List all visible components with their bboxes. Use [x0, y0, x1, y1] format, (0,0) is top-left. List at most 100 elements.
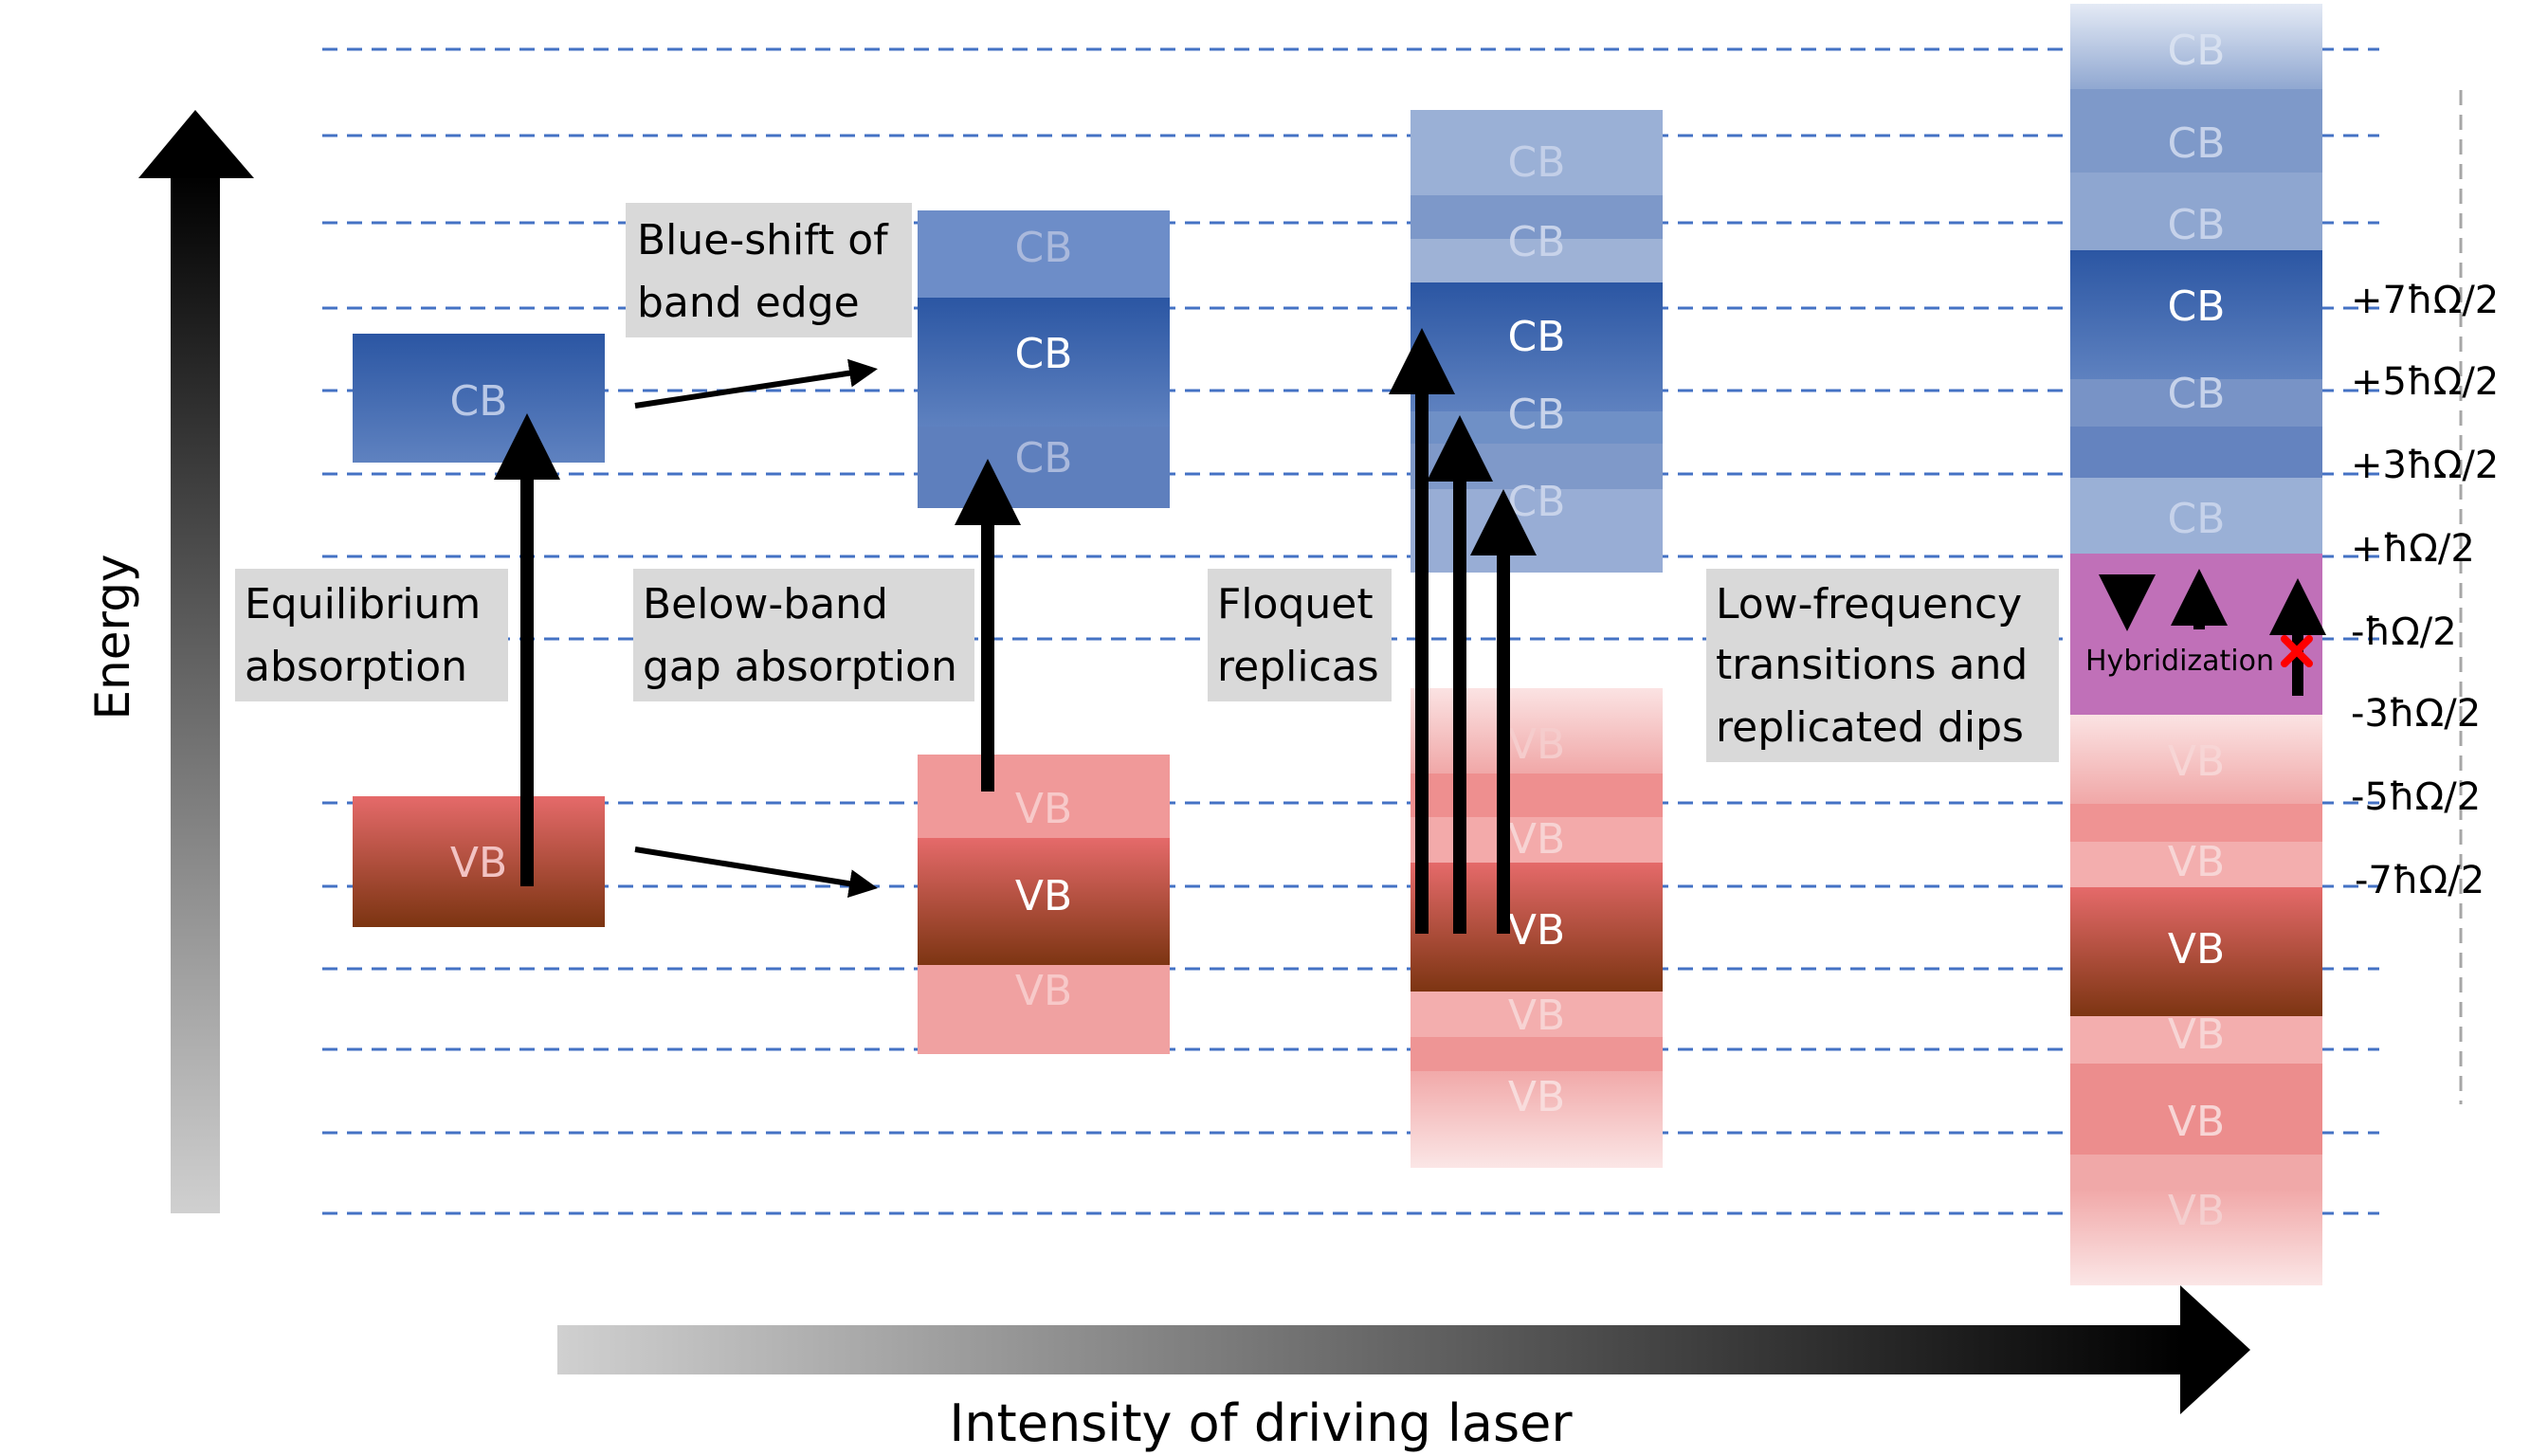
vb-replica — [1410, 817, 1663, 864]
stage-floquet: CB CB CB CB CB VB VB VB VB VB Floquet re… — [1208, 110, 1663, 1168]
cb-replica — [2070, 478, 2322, 555]
cb-label: CB — [1015, 224, 1073, 272]
vb-label: VB — [1508, 1073, 1565, 1121]
vb-replica — [918, 965, 1170, 1054]
energy-axis-arrow — [138, 110, 254, 1213]
cb-replica — [1410, 239, 1663, 284]
level-label: +7ħΩ/2 — [2351, 279, 2499, 322]
blue-shift-arrow — [634, 358, 878, 409]
cb-label: CB — [2168, 370, 2226, 418]
vb-replica — [1410, 992, 1663, 1039]
caption-box — [1706, 569, 2059, 762]
vb-replica — [2070, 1016, 2322, 1065]
vb-label: VB — [2168, 1010, 2225, 1059]
cb-label: CB — [1015, 434, 1073, 482]
vb-replica — [2070, 804, 2322, 844]
caption-line: Below-band — [643, 580, 888, 628]
level-label: -3ħΩ/2 — [2351, 692, 2481, 736]
stage-low-frequency: CB CB CB CB CB CB Hybridization VB VB VB… — [1706, 4, 2326, 1285]
cb-label: CB — [1508, 138, 1566, 187]
level-label: +5ħΩ/2 — [2351, 360, 2499, 404]
vb-label: VB — [1015, 785, 1072, 833]
vb-label: VB — [2168, 737, 2225, 786]
vb-band — [353, 796, 605, 927]
vb-replica — [2070, 1155, 2322, 1192]
caption-line: replicated dips — [1716, 703, 2024, 752]
cb-replica — [2070, 173, 2322, 252]
cb-band — [918, 298, 1170, 428]
hybridization-region — [2070, 554, 2322, 717]
cb-band — [353, 334, 605, 463]
caption-line: transitions and — [1716, 641, 2028, 689]
red-shift-arrow — [634, 846, 878, 899]
level-label: +3ħΩ/2 — [2351, 444, 2499, 487]
cb-label: CB — [2168, 495, 2226, 543]
vb-label: VB — [2168, 1098, 2225, 1146]
vb-label: VB — [1508, 906, 1565, 955]
intensity-axis-arrow — [557, 1285, 2250, 1414]
level-label: -7ħΩ/2 — [2355, 859, 2484, 902]
vb-band — [1410, 863, 1663, 993]
vb-label: VB — [2168, 838, 2225, 886]
caption-line: absorption — [245, 643, 467, 691]
vb-label: VB — [2168, 1187, 2225, 1235]
cb-replica — [918, 210, 1170, 300]
vb-label: VB — [450, 839, 507, 887]
level-label: -5ħΩ/2 — [2351, 775, 2481, 819]
intensity-axis-label: Intensity of driving laser — [949, 1393, 1573, 1453]
vb-label: VB — [2168, 925, 2225, 974]
vb-replica — [1410, 1071, 1663, 1168]
level-label: -ħΩ/2 — [2351, 610, 2457, 654]
stage-below-gap: CB CB CB VB VB VB Blue-shift of band edg… — [626, 203, 1170, 1054]
cb-replica — [2070, 89, 2322, 174]
cb-label: CB — [2168, 119, 2226, 168]
stage-equilibrium: CB VB Equilibrium absorption — [235, 334, 605, 927]
cb-replica — [2070, 4, 2322, 91]
cb-label: CB — [1508, 478, 1566, 526]
cb-label: CB — [1508, 218, 1566, 266]
caption-line: Low-frequency — [1716, 580, 2022, 628]
vb-replica — [1410, 1037, 1663, 1073]
vb-label: VB — [1508, 815, 1565, 864]
vb-band — [2070, 887, 2322, 1018]
hybridization-label: Hybridization — [2085, 645, 2274, 678]
energy-axis-label: Energy — [85, 554, 140, 719]
note-box — [626, 203, 912, 337]
cb-label: CB — [2168, 27, 2226, 75]
cb-replica — [2070, 427, 2322, 480]
energy-level-labels: +7ħΩ/2 +5ħΩ/2 +3ħΩ/2 +ħΩ/2 -ħΩ/2 -3ħΩ/2 … — [2351, 279, 2499, 902]
cb-label: CB — [1015, 330, 1073, 378]
vb-replica — [1410, 688, 1663, 775]
caption-box — [1208, 569, 1392, 701]
forbidden-cross-icon — [2281, 635, 2313, 667]
vb-replica — [2070, 842, 2322, 889]
cb-label: CB — [1508, 313, 1566, 361]
note-line: band edge — [637, 279, 860, 327]
caption-line: Floquet — [1217, 580, 1374, 628]
caption-line: gap absorption — [643, 643, 957, 691]
level-label: +ħΩ/2 — [2351, 527, 2475, 571]
cb-replica — [1410, 195, 1663, 241]
vb-replica — [2070, 715, 2322, 806]
cb-band — [2070, 250, 2322, 381]
cb-label: CB — [1508, 391, 1566, 439]
vb-replica — [1410, 774, 1663, 819]
vb-replica — [2070, 1191, 2322, 1285]
caption-line: Equilibrium — [245, 580, 481, 628]
cb-label: CB — [2168, 201, 2226, 249]
vb-label: VB — [1508, 992, 1565, 1040]
cb-label: CB — [450, 377, 508, 426]
cb-label: CB — [2168, 282, 2226, 331]
cb-replica — [1410, 489, 1663, 573]
vb-label: VB — [1015, 967, 1072, 1015]
vb-replica — [2070, 1064, 2322, 1156]
cb-replica — [2070, 379, 2322, 428]
vb-label: VB — [1508, 720, 1565, 769]
cb-replica — [1410, 110, 1663, 197]
vb-label: VB — [1015, 872, 1072, 920]
caption-line: replicas — [1217, 643, 1379, 691]
caption-box — [633, 569, 974, 701]
caption-box — [235, 569, 508, 701]
note-line: Blue-shift of — [637, 216, 889, 264]
